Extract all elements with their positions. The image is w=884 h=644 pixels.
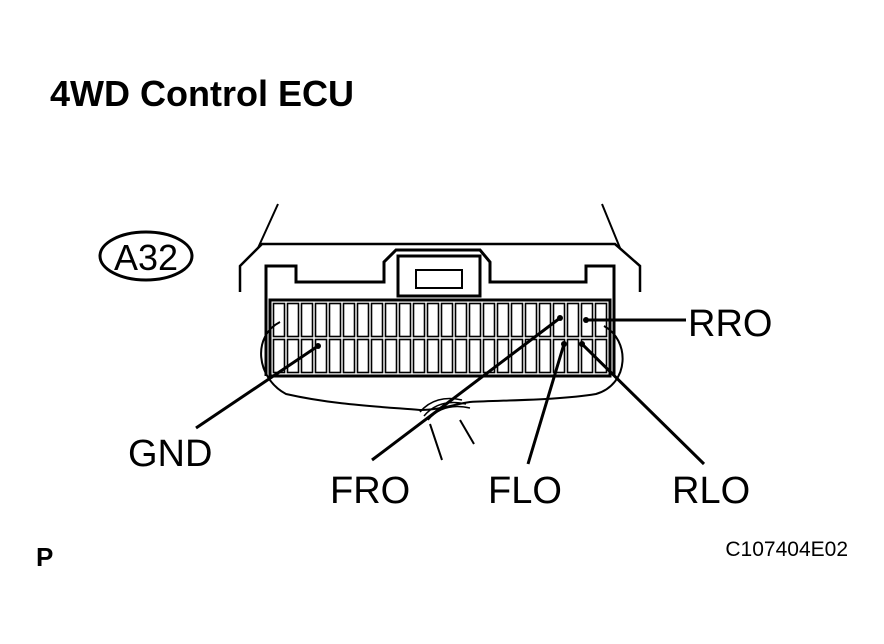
- terminal-block-outline: [268, 298, 612, 378]
- terminal-cavity: [384, 338, 398, 374]
- terminal-cavity: [468, 338, 482, 374]
- connector-housing-outline: [238, 242, 642, 292]
- terminal-cavity: [398, 338, 412, 374]
- connector-code-badge: A32: [98, 230, 194, 282]
- connector-housing-inner: [257, 203, 621, 249]
- flo-leader-line: [526, 343, 566, 465]
- page-marker: P: [36, 542, 53, 572]
- fro-terminal-dot: [557, 315, 563, 321]
- terminal-cavity: [566, 302, 580, 338]
- terminal-cavity: [300, 302, 314, 338]
- terminal-cavity: [510, 338, 524, 374]
- flo-terminal-dot: [561, 341, 567, 347]
- rro-label: RRO: [688, 303, 772, 345]
- connector-code-label: A32: [114, 237, 178, 278]
- rro-terminal-dot: [583, 317, 589, 323]
- terminal-cavity: [566, 338, 580, 374]
- connector-code-oval: [98, 230, 194, 282]
- terminal-cavity: [552, 302, 566, 338]
- connector-latch-slot: [415, 269, 463, 289]
- terminal-cavity: [272, 302, 286, 338]
- terminal-cavity: [496, 338, 510, 374]
- terminal-cavity: [328, 302, 342, 338]
- terminal-cavity: [482, 302, 496, 338]
- terminal-cavity: [272, 338, 286, 374]
- terminal-cavity: [538, 338, 552, 374]
- terminal-cavity: [370, 302, 384, 338]
- gnd-leader-line: [195, 344, 319, 430]
- terminal-cavity: [286, 302, 300, 338]
- harness-outline: [260, 321, 624, 412]
- fro-label: FRO: [330, 470, 410, 512]
- terminal-cavity: [328, 338, 342, 374]
- terminal-cavity: [412, 302, 426, 338]
- gnd-terminal-dot: [315, 343, 321, 349]
- connector-body-outline: [264, 248, 616, 376]
- terminal-cavity: [454, 338, 468, 374]
- terminal-cavity: [468, 302, 482, 338]
- terminal-cavity: [398, 302, 412, 338]
- terminal-cavity: [370, 338, 384, 374]
- terminal-cavity: [342, 302, 356, 338]
- terminal-cavity: [356, 338, 370, 374]
- harness-wires: [419, 397, 475, 461]
- terminal-cavity: [440, 338, 454, 374]
- terminal-cavity: [412, 338, 426, 374]
- connector-latch: [396, 254, 482, 298]
- terminal-cavity: [426, 338, 440, 374]
- rlo-terminal-dot: [579, 341, 585, 347]
- terminal-grid: [272, 302, 608, 374]
- terminal-cavity: [314, 338, 328, 374]
- leader-lines: [195, 315, 706, 466]
- terminal-cavity: [552, 338, 566, 374]
- rlo-label: RLO: [672, 470, 750, 512]
- terminal-cavity: [426, 302, 440, 338]
- terminal-cavity: [384, 302, 398, 338]
- terminal-cavity: [524, 302, 538, 338]
- fro-leader-line: [371, 316, 561, 462]
- flo-label: FLO: [488, 470, 562, 512]
- terminal-cavity: [342, 338, 356, 374]
- terminal-cavity: [538, 302, 552, 338]
- terminal-cavity: [440, 302, 454, 338]
- rlo-leader-line: [580, 342, 706, 466]
- terminal-cavity: [510, 302, 524, 338]
- gnd-label: GND: [128, 433, 212, 475]
- diagram-title: 4WD Control ECU: [50, 73, 354, 114]
- connector-body: [238, 203, 642, 461]
- terminal-cavity: [496, 302, 510, 338]
- terminal-cavity: [314, 302, 328, 338]
- figure-code: C107404E02: [725, 538, 848, 561]
- terminal-cavity: [454, 302, 468, 338]
- terminal-cavity: [286, 338, 300, 374]
- terminal-cavity: [356, 302, 370, 338]
